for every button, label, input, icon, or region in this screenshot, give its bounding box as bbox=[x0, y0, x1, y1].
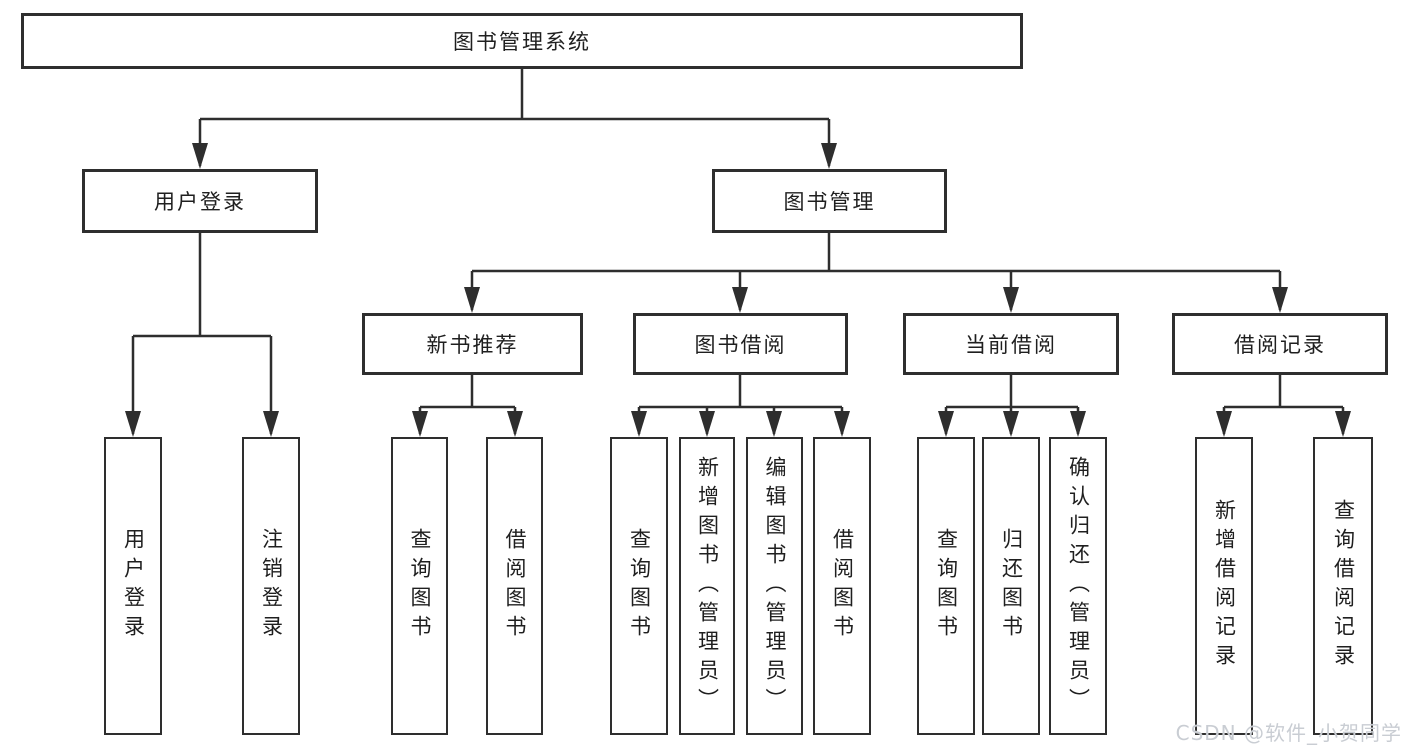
connector-book-borrow-to-leaves bbox=[631, 375, 850, 437]
node-book-management: 图书管理 bbox=[712, 169, 947, 233]
leaf-return-books: 归还图书 bbox=[982, 437, 1040, 735]
connector-book-management-to-level3 bbox=[464, 233, 1288, 313]
connector-borrow-record-to-leaves bbox=[1216, 375, 1351, 437]
connector-current-borrow-to-leaves bbox=[938, 375, 1086, 437]
leaf-borrow-books-recommend: 借阅图书 bbox=[486, 437, 543, 735]
node-label: 图书管理 bbox=[783, 190, 876, 214]
node-label: 图书管理系统 bbox=[453, 30, 591, 54]
node-label: 新增图书（管理员） bbox=[695, 455, 720, 717]
node-label: 用户登录 bbox=[121, 528, 146, 644]
node-label: 借阅图书 bbox=[830, 528, 855, 644]
connector-user-login-to-leaves bbox=[125, 233, 279, 437]
leaf-edit-book-admin: 编辑图书（管理员） bbox=[746, 437, 803, 735]
connector-root-to-level2 bbox=[192, 69, 837, 169]
node-label: 借阅图书 bbox=[503, 528, 527, 644]
node-label: 归还图书 bbox=[999, 528, 1024, 644]
node-root-system: 图书管理系统 bbox=[21, 13, 1023, 69]
leaf-borrow-books: 借阅图书 bbox=[813, 437, 871, 735]
leaf-query-books-current: 查询图书 bbox=[917, 437, 975, 735]
node-new-book-recommend: 新书推荐 bbox=[362, 313, 583, 375]
node-label: 编辑图书（管理员） bbox=[763, 455, 787, 717]
leaf-add-book-admin: 新增图书（管理员） bbox=[679, 437, 735, 735]
node-user-login: 用户登录 bbox=[82, 169, 318, 233]
leaf-query-borrow-record: 查询借阅记录 bbox=[1313, 437, 1373, 735]
node-borrow-record: 借阅记录 bbox=[1172, 313, 1388, 375]
node-label: 新书推荐 bbox=[426, 333, 519, 357]
node-label: 确认归还（管理员） bbox=[1066, 455, 1091, 717]
node-current-borrow: 当前借阅 bbox=[903, 313, 1119, 375]
node-label: 查询图书 bbox=[627, 528, 652, 644]
leaf-user-login: 用户登录 bbox=[104, 437, 162, 735]
csdn-watermark: CSDN @软件_小贺同学 bbox=[1175, 721, 1402, 745]
node-label: 查询图书 bbox=[408, 528, 432, 644]
node-label: 查询图书 bbox=[934, 528, 959, 644]
node-label: 借阅记录 bbox=[1234, 333, 1326, 357]
leaf-query-books-borrow: 查询图书 bbox=[610, 437, 668, 735]
leaf-query-books-recommend: 查询图书 bbox=[391, 437, 448, 735]
leaf-logout: 注销登录 bbox=[242, 437, 300, 735]
connector-new-book-to-leaves bbox=[412, 375, 523, 437]
node-book-borrow: 图书借阅 bbox=[633, 313, 848, 375]
node-label: 图书借阅 bbox=[694, 333, 787, 357]
node-label: 查询借阅记录 bbox=[1331, 499, 1356, 673]
node-label: 注销登录 bbox=[259, 528, 284, 644]
leaf-add-borrow-record: 新增借阅记录 bbox=[1195, 437, 1253, 735]
leaf-confirm-return-admin: 确认归还（管理员） bbox=[1049, 437, 1107, 735]
node-label: 用户登录 bbox=[154, 190, 246, 214]
node-label: 当前借阅 bbox=[965, 333, 1057, 357]
node-label: 新增借阅记录 bbox=[1212, 499, 1237, 673]
